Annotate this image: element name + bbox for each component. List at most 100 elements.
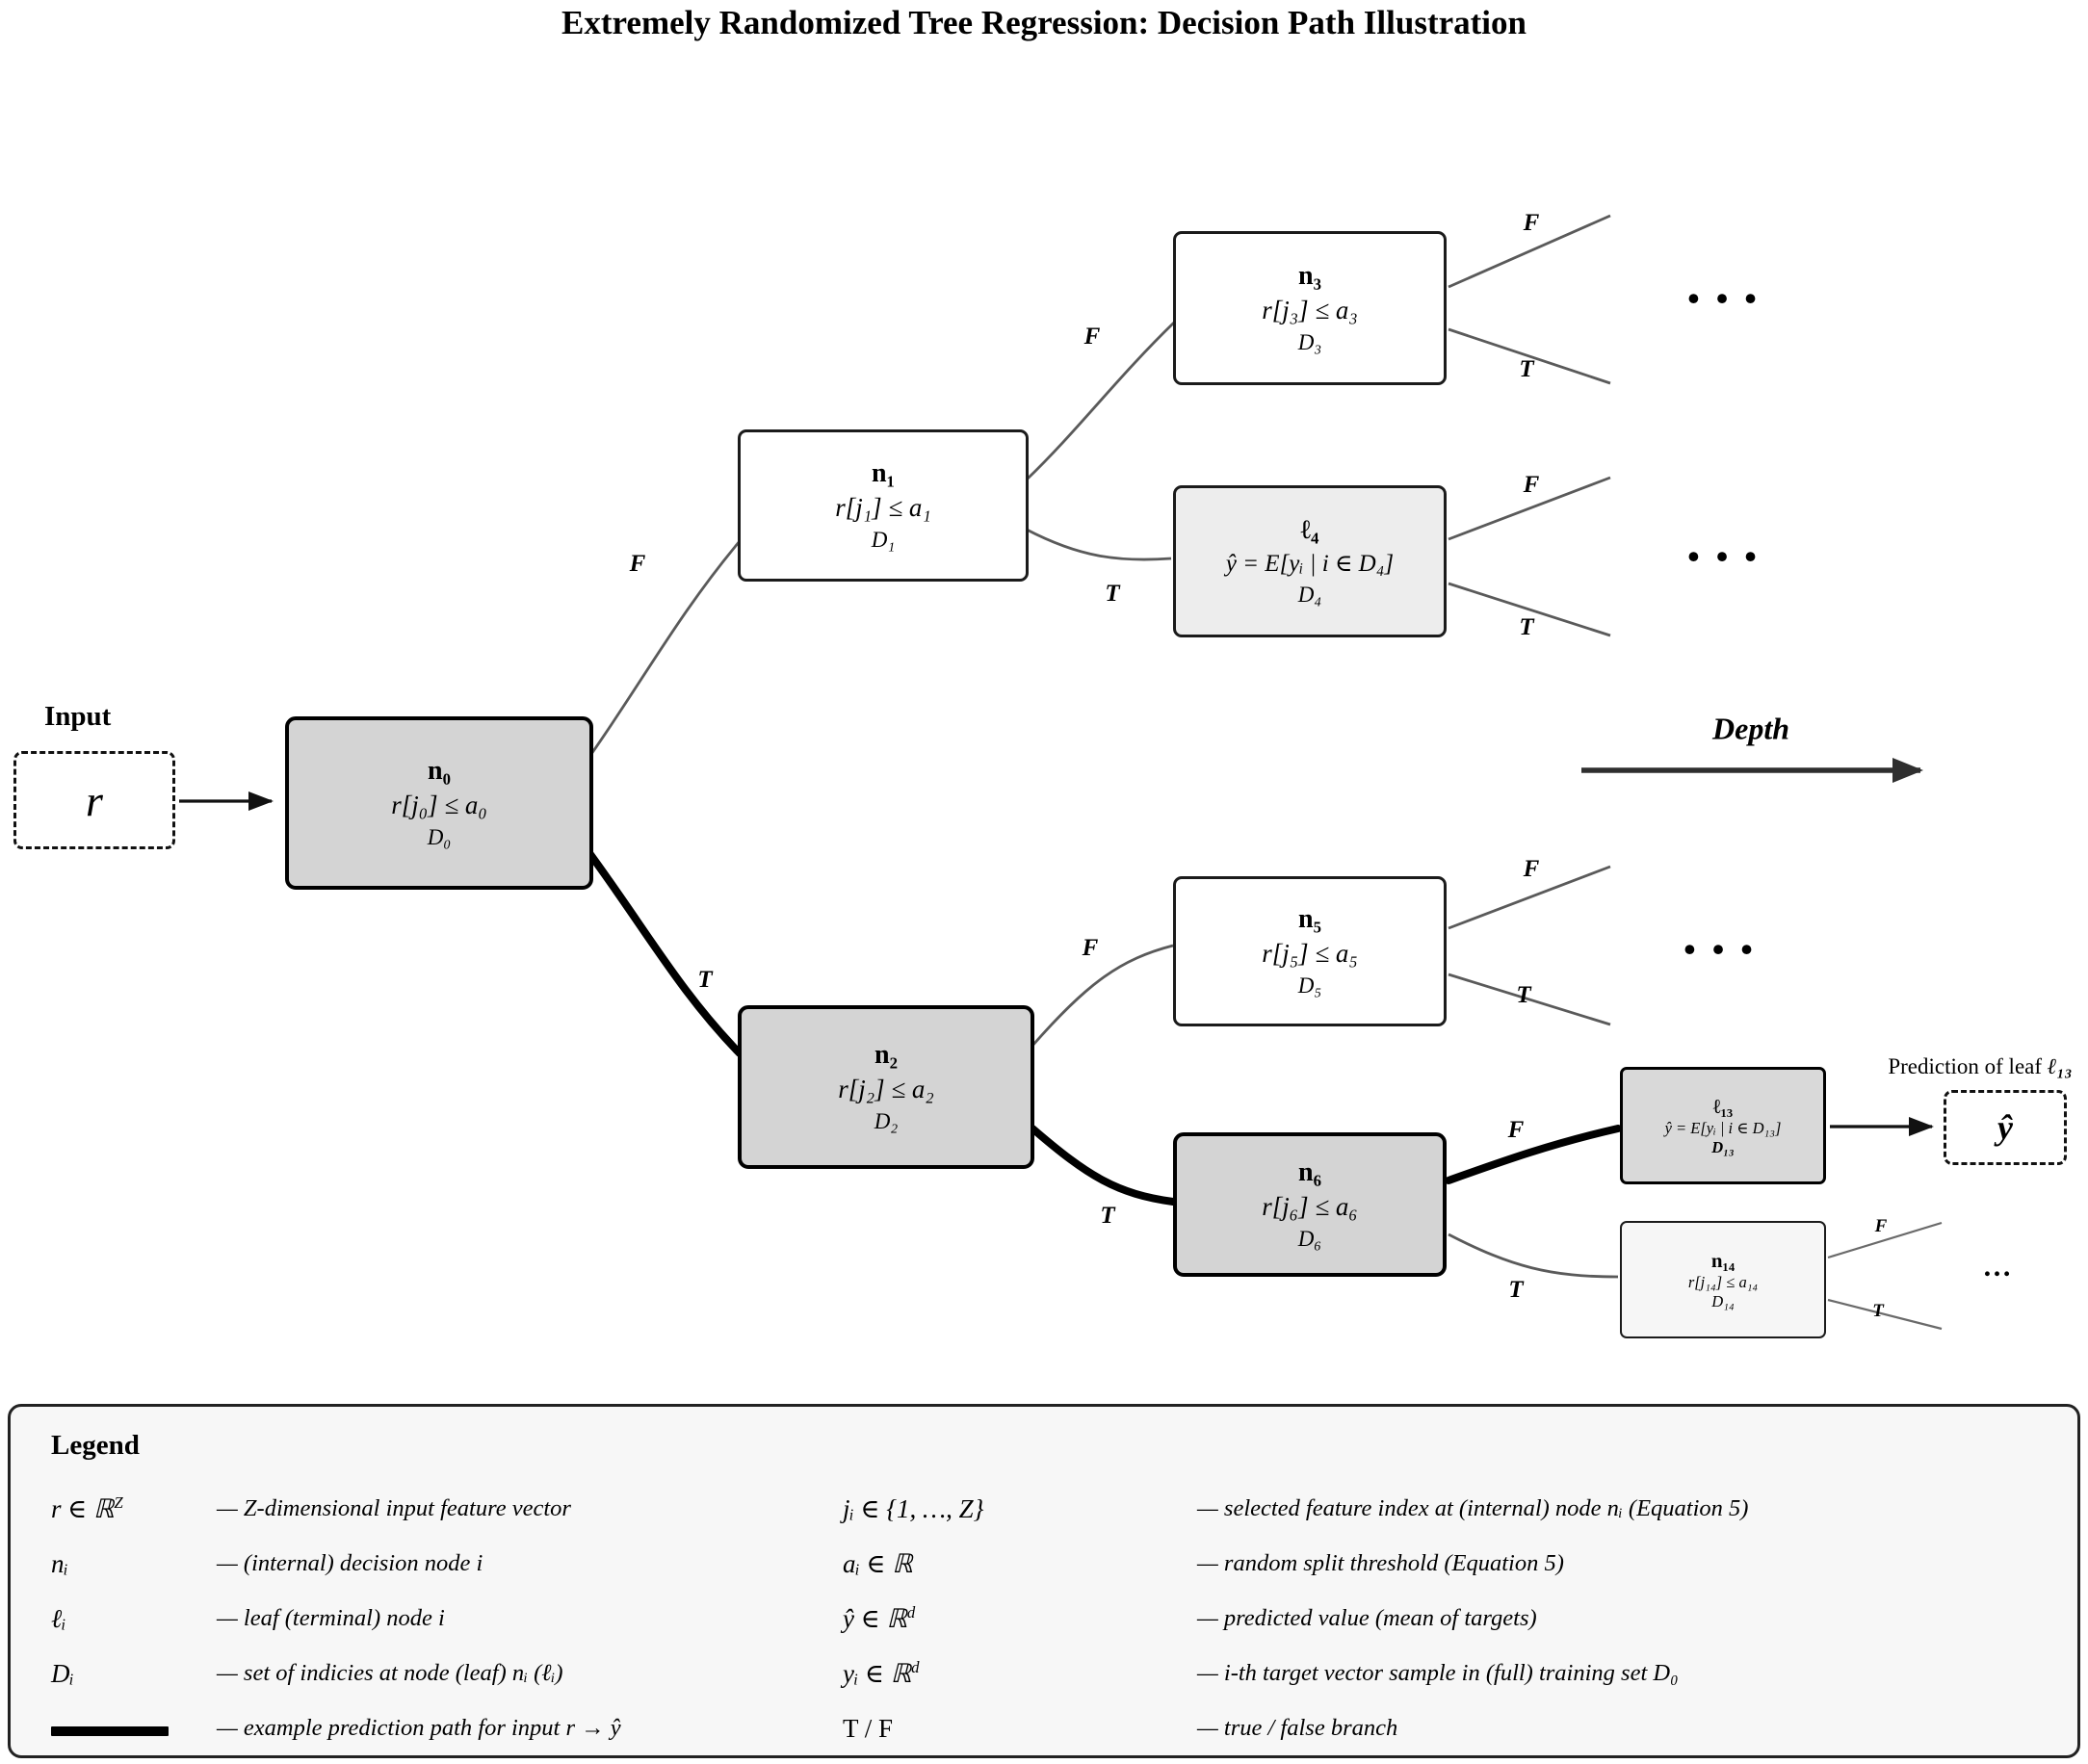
legend-desc-n: — (internal) decision node i (217, 1549, 483, 1576)
prediction-symbol: ŷ (1997, 1108, 2013, 1147)
branch-label-n3-t: T (1519, 356, 1534, 382)
depth-label: Depth (1712, 711, 1789, 746)
legend-term-r: r ∈ ℝZ (51, 1492, 123, 1523)
edge-l4-true-subtree (1448, 582, 1611, 637)
edge-l4-false-subtree (1448, 476, 1611, 541)
node-n0-set: D₀ (427, 824, 452, 849)
prediction-box: ŷ (1944, 1090, 2067, 1165)
node-n5-set: D₅ (1297, 973, 1322, 998)
branch-label-n0-n1-f: F (629, 551, 646, 577)
node-n0-condition: r[j₀] ≤ a₀ (391, 791, 487, 820)
branch-label-n2-n5-f: F (1082, 935, 1099, 961)
edge-n14-true-subtree (1827, 1298, 1943, 1331)
prediction-label: Prediction of leaf ℓ₁₃ (1888, 1054, 2072, 1079)
node-n6-name: n₆ (1298, 1157, 1321, 1188)
branch-label-n3-f: F (1523, 210, 1540, 236)
legend-term-j: jᵢ ∈ {1, …, Z} (843, 1493, 984, 1523)
branch-label-n1-l4-t: T (1105, 581, 1120, 607)
node-n14-condition: r[j₁₄] ≤ a₁₄ (1687, 1272, 1759, 1291)
leaf-l4-name: ℓ₄ (1300, 515, 1319, 546)
leaf-l13: ℓ₁₃ ŷ = E[yᵢ | i ∈ D₁₃] D₁₃ (1620, 1067, 1826, 1184)
legend-term-path (51, 1713, 217, 1743)
node-n2-name: n₂ (874, 1040, 898, 1071)
input-symbol: r (86, 775, 103, 825)
node-n1-name: n₁ (872, 458, 895, 489)
legend-term-n: nᵢ (51, 1548, 68, 1578)
legend-desc-path: — example prediction path for input r → … (217, 1714, 621, 1741)
legend-term-d: Dᵢ (51, 1658, 74, 1688)
legend-title: Legend (51, 1430, 140, 1461)
input-label: Input (44, 701, 112, 732)
legend-panel: Legend r ∈ ℝZ — Z-dimensional input feat… (8, 1404, 2080, 1758)
node-n1: n₁ r[j₁] ≤ a₁ D₁ (738, 429, 1029, 582)
branch-label-n2-n6-t: T (1100, 1203, 1115, 1229)
subtree-ellipsis-n5: • • • (1683, 930, 1757, 969)
legend-term-a: aᵢ ∈ ℝ (843, 1548, 913, 1578)
tree-edges-layer (179, 214, 1943, 1331)
subtree-ellipsis-l4: • • • (1687, 537, 1761, 576)
node-n2-condition: r[j₂] ≤ a₂ (838, 1075, 934, 1104)
leaf-l4-set: D₄ (1297, 582, 1322, 607)
node-n14-set: D₁₄ (1711, 1292, 1735, 1311)
node-n6-condition: r[j₆] ≤ a₆ (1262, 1192, 1358, 1222)
legend-desc-yhat: — predicted value (mean of targets) (1197, 1604, 1537, 1631)
node-n6: n₆ r[j₆] ≤ a₆ D₆ (1173, 1132, 1447, 1277)
prediction-label-text: Prediction of leaf (1888, 1054, 2048, 1078)
branch-label-n0-n2-t: T (697, 967, 713, 993)
node-n6-set: D₆ (1297, 1226, 1322, 1251)
branch-label-n6-n14-t: T (1508, 1277, 1524, 1303)
node-n5-condition: r[j₅] ≤ a₅ (1262, 939, 1358, 969)
input-box: r (13, 751, 175, 849)
node-n14: n₁₄ r[j₁₄] ≤ a₁₄ D₁₄ (1620, 1221, 1826, 1338)
edge-n1-n3-false (1026, 320, 1176, 481)
node-n5: n₅ r[j₅] ≤ a₅ D₅ (1173, 876, 1447, 1026)
legend-term-leaf: ℓᵢ (51, 1603, 66, 1633)
legend-term-tf: T / F (843, 1713, 894, 1743)
prediction-path-swatch (51, 1726, 169, 1736)
legend-desc-r: — Z-dimensional input feature vector (217, 1494, 571, 1521)
legend-term-yhat: ŷ ∈ ℝd (843, 1602, 916, 1633)
prediction-label-leaf: ℓ₁₃ (2047, 1054, 2073, 1078)
leaf-l4-prediction: ŷ = E[yᵢ | i ∈ D₄] (1225, 550, 1395, 577)
edge-n6-l13-false-path (1445, 1125, 1622, 1184)
legend-grid: r ∈ ℝZ — Z-dimensional input feature vec… (51, 1481, 2037, 1755)
branch-label-n5-t: T (1516, 982, 1531, 1008)
node-n14-name: n₁₄ (1710, 1248, 1736, 1272)
legend-desc-tf: — true / false branch (1197, 1714, 1398, 1741)
legend-desc-d: — set of indicies at node (leaf) nᵢ (ℓᵢ) (217, 1659, 563, 1686)
subtree-ellipsis-n14: … (1982, 1251, 2013, 1283)
node-n0: n₀ r[j₀] ≤ a₀ D₀ (285, 716, 593, 890)
branch-label-n1-n3-f: F (1083, 324, 1101, 350)
branch-label-n6-l13-f: F (1507, 1117, 1525, 1143)
node-n3: n₃ r[j₃] ≤ a₃ D₃ (1173, 231, 1447, 385)
edge-n2-n5-false (1031, 944, 1174, 1047)
leaf-l4: ℓ₄ ŷ = E[yᵢ | i ∈ D₄] D₄ (1173, 485, 1447, 637)
legend-desc-a: — random split threshold (Equation 5) (1197, 1549, 1564, 1576)
edge-n5-false-subtree (1448, 865, 1611, 930)
node-n3-name: n₃ (1298, 261, 1321, 292)
node-n3-set: D₃ (1297, 329, 1322, 354)
branch-label-n5-f: F (1523, 856, 1540, 882)
legend-desc-y: — i-th target vector sample in (full) tr… (1197, 1659, 1679, 1686)
legend-term-y: yᵢ ∈ ℝd (843, 1657, 920, 1688)
node-n2-set: D₂ (874, 1108, 899, 1133)
branch-label-n14-f: F (1874, 1216, 1888, 1236)
subtree-ellipsis-n3: • • • (1687, 279, 1761, 318)
edge-n0-n2-true-path (586, 849, 744, 1057)
edge-n3-true-subtree (1448, 327, 1611, 385)
branch-label-n14-t: T (1872, 1301, 1884, 1321)
legend-desc-leaf: — leaf (terminal) node i (217, 1604, 445, 1631)
edge-n5-true-subtree (1448, 973, 1611, 1026)
edge-n3-false-subtree (1448, 214, 1611, 289)
leaf-l13-set: D₁₃ (1711, 1138, 1735, 1157)
edge-n6-n14-true (1448, 1232, 1619, 1279)
edge-n14-false-subtree (1827, 1221, 1943, 1259)
legend-desc-j: — selected feature index at (internal) n… (1197, 1494, 1749, 1521)
branch-label-l4-f: F (1523, 472, 1540, 498)
node-n5-name: n₅ (1298, 904, 1321, 935)
node-n2: n₂ r[j₂] ≤ a₂ D₂ (738, 1005, 1034, 1169)
figure-title: Extremely Randomized Tree Regression: De… (561, 4, 1527, 41)
node-n0-name: n₀ (428, 756, 451, 787)
node-n1-condition: r[j₁] ≤ a₁ (835, 493, 931, 523)
branch-label-l4-t: T (1519, 614, 1534, 640)
